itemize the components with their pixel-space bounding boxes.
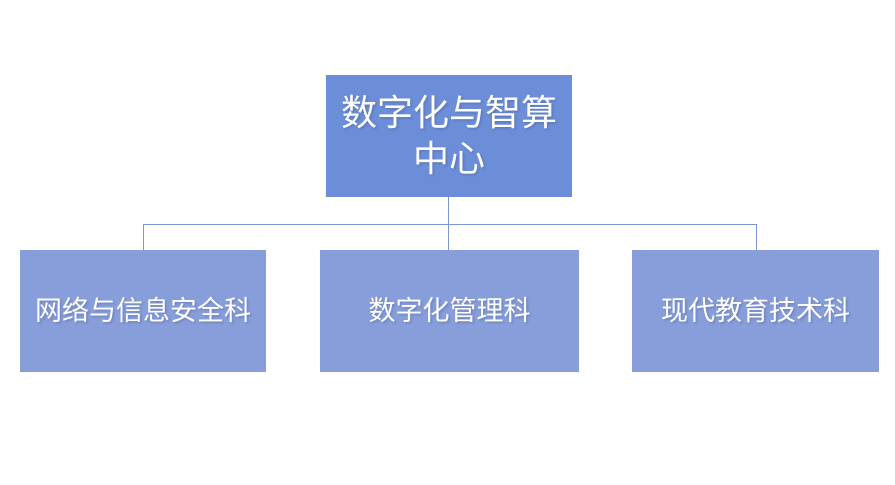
connector-horizontal-rail: [143, 224, 757, 226]
org-node-root: 数字化与智算中心: [326, 75, 572, 197]
connector-drop-child-3: [755, 224, 757, 250]
org-node-root-label: 数字化与智算中心: [340, 92, 557, 179]
org-node-child-2: 数字化管理科: [320, 250, 579, 372]
org-node-child-3: 现代教育技术科: [632, 250, 879, 372]
connector-drop-child-2: [448, 224, 450, 250]
org-node-child-2-label: 数字化管理科: [368, 296, 531, 326]
org-node-child-1-label: 网络与信息安全科: [35, 296, 251, 326]
org-node-child-3-label: 现代教育技术科: [661, 296, 850, 326]
org-node-child-1: 网络与信息安全科: [20, 250, 266, 372]
connector-drop-child-1: [143, 224, 145, 250]
connector-root-stem: [448, 197, 450, 224]
